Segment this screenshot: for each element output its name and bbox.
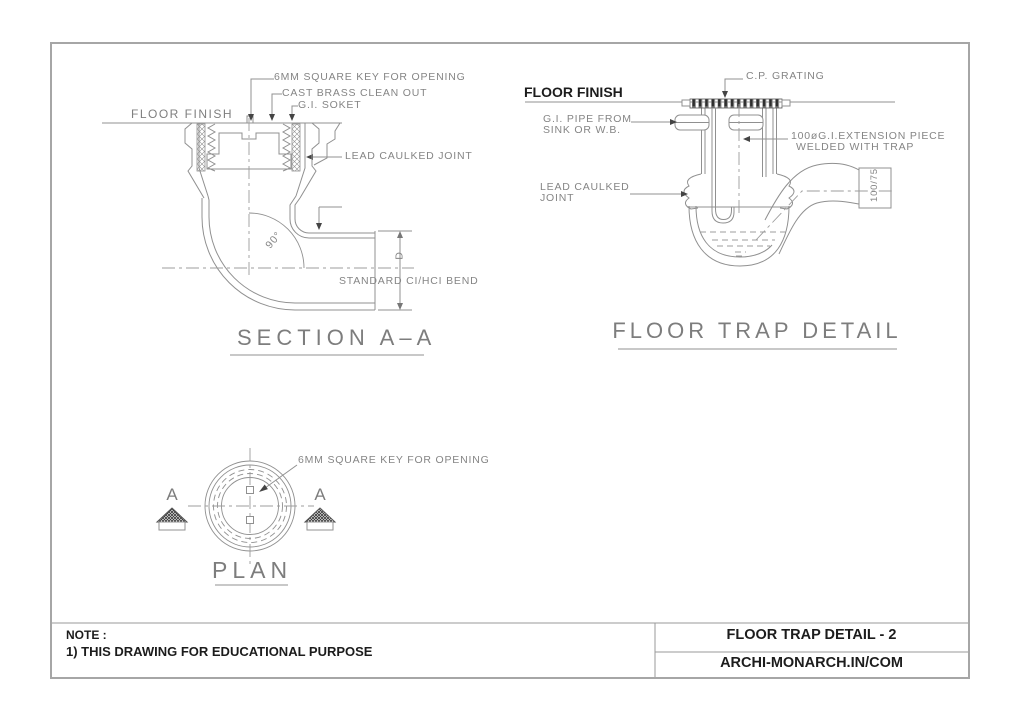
title-block-lines bbox=[52, 622, 968, 677]
plan-title: PLAN bbox=[212, 557, 293, 583]
label-extension-line2: WELDED WITH TRAP bbox=[796, 141, 915, 153]
label-pipe-size: 100/75 bbox=[869, 168, 881, 202]
label-dimension-d: D bbox=[393, 251, 406, 260]
note-line1: 1) THIS DRAWING FOR EDUCATIONAL PURPOSE bbox=[66, 644, 373, 659]
label-cast-brass-cleanout: CAST BRASS CLEAN OUT bbox=[282, 87, 428, 99]
label-gi-pipe-line2: SINK OR W.B. bbox=[543, 124, 621, 136]
label-floor-finish-trap: FLOOR FINISH bbox=[524, 84, 623, 100]
label-lead-caulked-line1: LEAD CAULKED bbox=[540, 181, 630, 193]
section-aa-title: SECTION A–A bbox=[237, 325, 437, 350]
label-lead-caulked-joint-section: LEAD CAULKED JOINT bbox=[345, 150, 473, 162]
floor-trap-title: FLOOR TRAP DETAIL bbox=[612, 318, 902, 343]
label-gi-soket: G.I. SOKET bbox=[298, 99, 362, 111]
title-block-website: ARCHI-MONARCH.IN/COM bbox=[720, 655, 903, 671]
label-cp-grating: C.P. GRATING bbox=[746, 70, 825, 82]
label-gi-pipe-line1: G.I. PIPE FROM bbox=[543, 113, 632, 125]
label-square-key: 6MM SQUARE KEY FOR OPENING bbox=[274, 71, 466, 83]
section-marker-a-left: A bbox=[166, 485, 178, 504]
floor-trap-drawing bbox=[525, 78, 897, 350]
drawing-sheet: 6MM SQUARE KEY FOR OPENING CAST BRASS CL… bbox=[50, 42, 970, 679]
label-extension-line1: 100øG.I.EXTENSION PIECE bbox=[791, 130, 946, 142]
section-aa-drawing bbox=[102, 78, 424, 356]
title-block-title: FLOOR TRAP DETAIL - 2 bbox=[726, 627, 897, 643]
label-floor-finish-section: FLOOR FINISH bbox=[131, 107, 234, 121]
plan-drawing bbox=[155, 448, 337, 586]
note-label: NOTE : bbox=[66, 628, 107, 642]
label-plan-square-key: 6MM SQUARE KEY FOR OPENING bbox=[298, 454, 490, 466]
line-art bbox=[52, 78, 968, 677]
label-standard-bend: STANDARD CI/HCI BEND bbox=[339, 275, 479, 287]
section-marker-a-right: A bbox=[314, 485, 326, 504]
label-lead-caulked-line2: JOINT bbox=[540, 192, 575, 204]
